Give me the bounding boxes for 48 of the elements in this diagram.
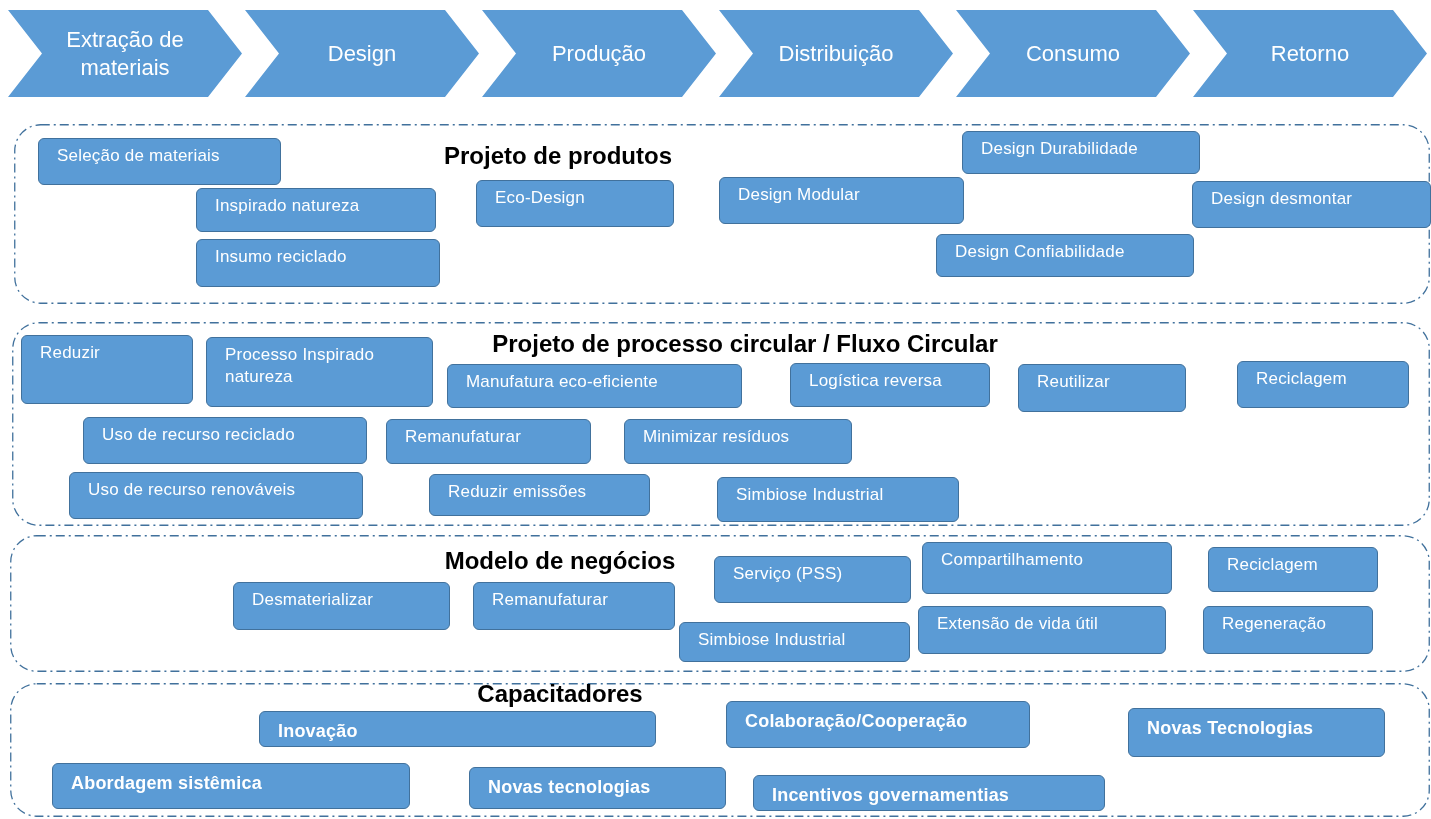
concept-box: Eco-Design	[476, 180, 674, 227]
concept-box: Inspirado natureza	[196, 188, 436, 232]
concept-box: Colaboração/Cooperação	[726, 701, 1030, 748]
group-heading: Modelo de negócios	[444, 547, 676, 575]
concept-box: Regeneração	[1203, 606, 1373, 654]
concept-box: Design desmontar	[1192, 181, 1431, 228]
concept-box: Reciclagem	[1208, 547, 1378, 592]
concept-box: Simbiose Industrial	[717, 477, 959, 522]
stage-banner: Distribuição	[719, 10, 953, 97]
concept-box: Design Modular	[719, 177, 964, 224]
concept-box: Reciclagem	[1237, 361, 1409, 408]
concept-box: Novas tecnologias	[469, 767, 726, 809]
group-band	[14, 124, 1430, 304]
concept-box: Reutilizar	[1018, 364, 1186, 412]
concept-box: Serviço (PSS)	[714, 556, 911, 603]
concept-box: Remanufaturar	[473, 582, 675, 630]
group-heading: Projeto de produtos	[444, 142, 672, 170]
group-band	[10, 683, 1430, 817]
concept-box: Processo Inspirado natureza	[206, 337, 433, 407]
stage-banner: Consumo	[956, 10, 1190, 97]
concept-box: Manufatura eco-eficiente	[447, 364, 742, 408]
concept-box: Minimizar resíduos	[624, 419, 852, 464]
concept-box: Simbiose Industrial	[679, 622, 910, 662]
concept-box: Design Durabilidade	[962, 131, 1200, 174]
concept-box: Desmaterializar	[233, 582, 450, 630]
concept-box: Insumo reciclado	[196, 239, 440, 287]
group-heading: Capacitadores	[477, 680, 643, 708]
group-band	[12, 322, 1430, 526]
concept-box: Reduzir	[21, 335, 193, 404]
group-heading: Projeto de processo circular / Fluxo Circular	[492, 330, 998, 358]
concept-box: Abordagem sistêmica	[52, 763, 410, 809]
concept-box: Uso de recurso renováveis	[69, 472, 363, 519]
concept-box: Uso de recurso reciclado	[83, 417, 367, 464]
concept-box: Compartilhamento	[922, 542, 1172, 594]
group-band	[10, 535, 1430, 672]
stage-banner: Produção	[482, 10, 716, 97]
concept-box: Seleção de materiais	[38, 138, 281, 185]
concept-box: Novas Tecnologias	[1128, 708, 1385, 757]
concept-box: Extensão de vida útil	[918, 606, 1166, 654]
concept-box: Inovação	[259, 711, 656, 747]
stage-banner: Retorno	[1193, 10, 1427, 97]
concept-box: Design Confiabilidade	[936, 234, 1194, 277]
concept-box: Reduzir emissões	[429, 474, 650, 516]
concept-box: Remanufaturar	[386, 419, 591, 464]
concept-box: Incentivos governamentias	[753, 775, 1105, 811]
stage-banner: Design	[245, 10, 479, 97]
stage-banner: Extração de materiais	[8, 10, 242, 97]
concept-box: Logística reversa	[790, 363, 990, 407]
